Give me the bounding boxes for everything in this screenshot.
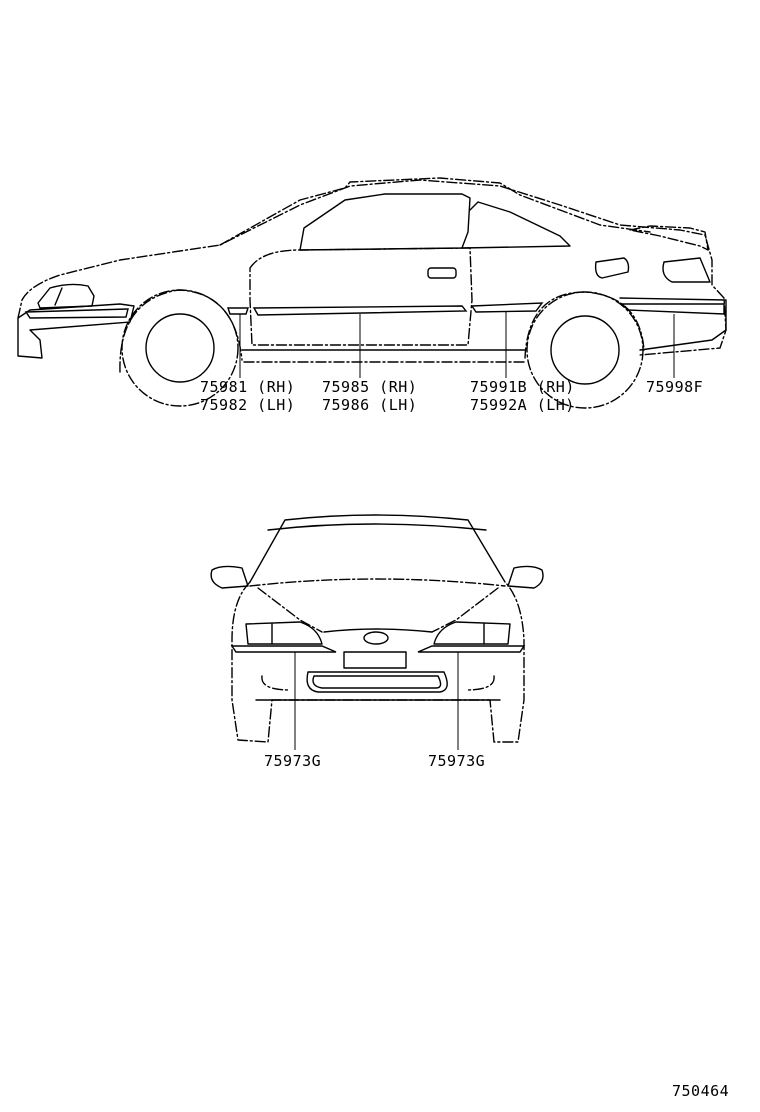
front-body-outline [231,581,525,743]
right-fog-area [465,675,495,691]
rear-wheel-arch [524,291,645,359]
side-body-outline [17,179,727,356]
rear-bumper-molding-side [620,303,725,315]
fender-molding [227,307,249,315]
callout-75992a-lh: 75992A (LH) [470,396,575,414]
grille-line [323,628,433,633]
front-leader-lines [294,652,459,750]
headlight-divider [54,287,63,306]
left-bumper-molding [230,645,337,653]
hood-crease-left [257,587,323,633]
rear-wheel [550,315,620,385]
callout-75981-rh: 75981 (RH) [200,378,295,396]
left-headlight [245,621,323,645]
rear-bumper-side [619,297,727,351]
front-callouts: 75973G 75973G [264,752,485,770]
side-callouts: 75981 (RH) 75982 (LH) 75985 (RH) 75986 (… [200,378,703,414]
rear-quarter-window [461,201,571,249]
side-door [249,247,473,346]
quarter-molding [470,302,544,313]
callout-75991b-rh: 75991B (RH) [470,378,575,396]
front-wheel-arch [119,289,243,373]
callout-75986-lh: 75986 (LH) [322,396,417,414]
hood-crease-right [431,587,499,633]
roof-edge [267,523,487,531]
side-view-car [17,177,727,409]
hood-line [249,578,506,587]
front-bumper-molding-side [24,308,129,319]
rear-tire [526,291,644,409]
rear-tail-light [662,257,711,283]
side-roofline [219,177,651,246]
callout-75982-lh: 75982 (LH) [200,396,295,414]
door-molding [252,305,468,316]
lower-intake-inner [312,675,442,689]
right-bumper-molding [417,645,526,653]
side-leader-lines [239,312,675,378]
side-rear-spoiler [629,225,709,251]
callout-75973g-right: 75973G [428,752,485,770]
front-bumper-side [17,303,135,359]
diagram-number: 750464 [672,1082,729,1100]
left-fog-area [261,675,291,691]
right-headlight [433,621,511,645]
license-plate [343,651,407,669]
callout-75998f: 75998F [646,378,703,396]
lower-air-intake [306,671,448,693]
right-mirror [507,565,544,589]
front-wheel [145,313,215,383]
left-mirror [210,565,249,589]
front-tire [121,289,239,407]
callout-75973g-left: 75973G [264,752,321,770]
side-headlight [37,283,95,309]
fuel-door [594,257,630,279]
callout-75985-rh: 75985 (RH) [322,378,417,396]
windshield [249,514,506,583]
front-emblem [363,631,389,645]
side-window [299,193,471,251]
front-view-car [210,514,544,743]
door-handle [427,267,457,279]
